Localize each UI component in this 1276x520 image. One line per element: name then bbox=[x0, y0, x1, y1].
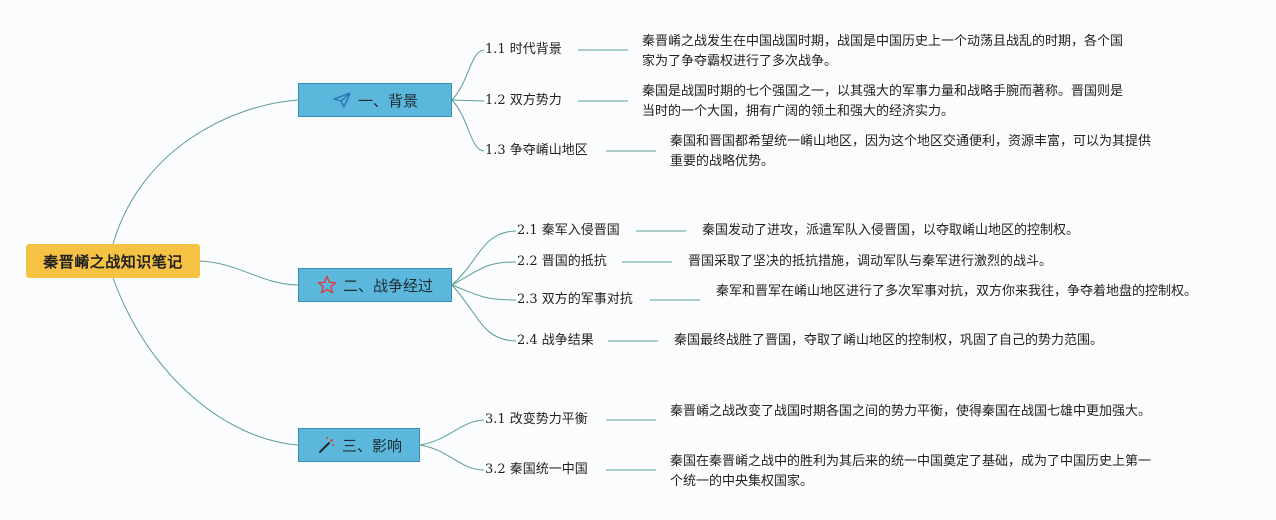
subtopic-2-4[interactable]: 2.4 战争结果 bbox=[517, 333, 594, 348]
subtopic-2-2[interactable]: 2.2 晋国的抵抗 bbox=[517, 254, 607, 269]
subtopic-3-2[interactable]: 3.2 秦国统一中国 bbox=[485, 462, 588, 477]
subtopic-2-4-description: 秦国最终战胜了晋国，夺取了崤山地区的控制权，巩固了自己的势力范围。 bbox=[674, 333, 1104, 348]
subtopic-2-3[interactable]: 2.3 双方的军事对抗 bbox=[517, 292, 633, 307]
subtopic-2-2-description: 晋国采取了坚决的抵抗措施，调动军队与秦军进行激烈的战斗。 bbox=[688, 254, 1053, 269]
link-branch-2-sub-1 bbox=[451, 230, 517, 286]
branch-node-war-process[interactable]: 二、战争经过 bbox=[298, 268, 452, 302]
link-root-branch-1 bbox=[112, 99, 299, 245]
link-branch-1-sub-3 bbox=[451, 99, 485, 152]
link-branch-2-sub-4 bbox=[451, 284, 517, 342]
star-icon bbox=[317, 275, 337, 295]
subtopic-1-1-description: 秦晋崤之战发生在中国战国时期，战国是中国历史上一个动荡且战乱的时期，各个国家为了… bbox=[642, 34, 1124, 69]
link-branch-1-sub-2 bbox=[451, 99, 485, 102]
root-label: 秦晋崤之战知识笔记 bbox=[43, 252, 183, 271]
subtopic-1-1[interactable]: 1.1 时代背景 bbox=[485, 42, 562, 57]
branch-label: 三、影响 bbox=[341, 436, 402, 455]
subtopic-1-3-description: 秦国和晋国都希望统一崤山地区，因为这个地区交通便利，资源丰富，可以为其提供重要的… bbox=[670, 134, 1152, 169]
branch-node-impact[interactable]: 三、影响 bbox=[298, 428, 420, 462]
link-root-branch-3 bbox=[112, 277, 299, 446]
link-branch-3-sub-2 bbox=[419, 444, 485, 471]
link-branch-2-sub-3 bbox=[451, 284, 517, 301]
subtopic-1-2[interactable]: 1.2 双方势力 bbox=[485, 93, 562, 108]
subtopic-3-2-description: 秦国在秦晋崤之战中的胜利为其后来的统一中国奠定了基础，成为了中国历史上第一个统一… bbox=[670, 454, 1152, 489]
link-branch-2-sub-2 bbox=[451, 261, 517, 286]
branch-node-background[interactable]: 一、背景 bbox=[298, 83, 452, 117]
subtopic-1-2-description: 秦国是战国时期的七个强国之一，以其强大的军事力量和战略手腕而著称。晋国则是当时的… bbox=[642, 84, 1124, 119]
subtopic-2-1[interactable]: 2.1 秦军入侵晋国 bbox=[517, 223, 620, 238]
subtopic-2-1-description: 秦国发动了进攻，派遣军队入侵晋国，以夺取崤山地区的控制权。 bbox=[702, 223, 1080, 238]
magic-wand-icon bbox=[316, 435, 336, 455]
paper-plane-icon bbox=[332, 90, 352, 110]
subtopic-3-1[interactable]: 3.1 改变势力平衡 bbox=[485, 412, 588, 427]
branch-label: 二、战争经过 bbox=[342, 276, 433, 295]
link-branch-3-sub-1 bbox=[419, 419, 485, 446]
subtopic-3-1-description: 秦晋崤之战改变了战国时期各国之间的势力平衡，使得秦国在战国七雄中更加强大。 bbox=[670, 404, 1152, 419]
link-root-branch-2 bbox=[199, 260, 299, 286]
branch-label: 一、背景 bbox=[357, 91, 418, 110]
root-node[interactable]: 秦晋崤之战知识笔记 bbox=[26, 244, 200, 278]
link-branch-1-sub-1 bbox=[451, 49, 485, 101]
subtopic-1-3[interactable]: 1.3 争夺崤山地区 bbox=[485, 143, 588, 158]
subtopic-2-3-description: 秦军和晋军在崤山地区进行了多次军事对抗，双方你来我往，争夺着地盘的控制权。 bbox=[716, 284, 1198, 299]
